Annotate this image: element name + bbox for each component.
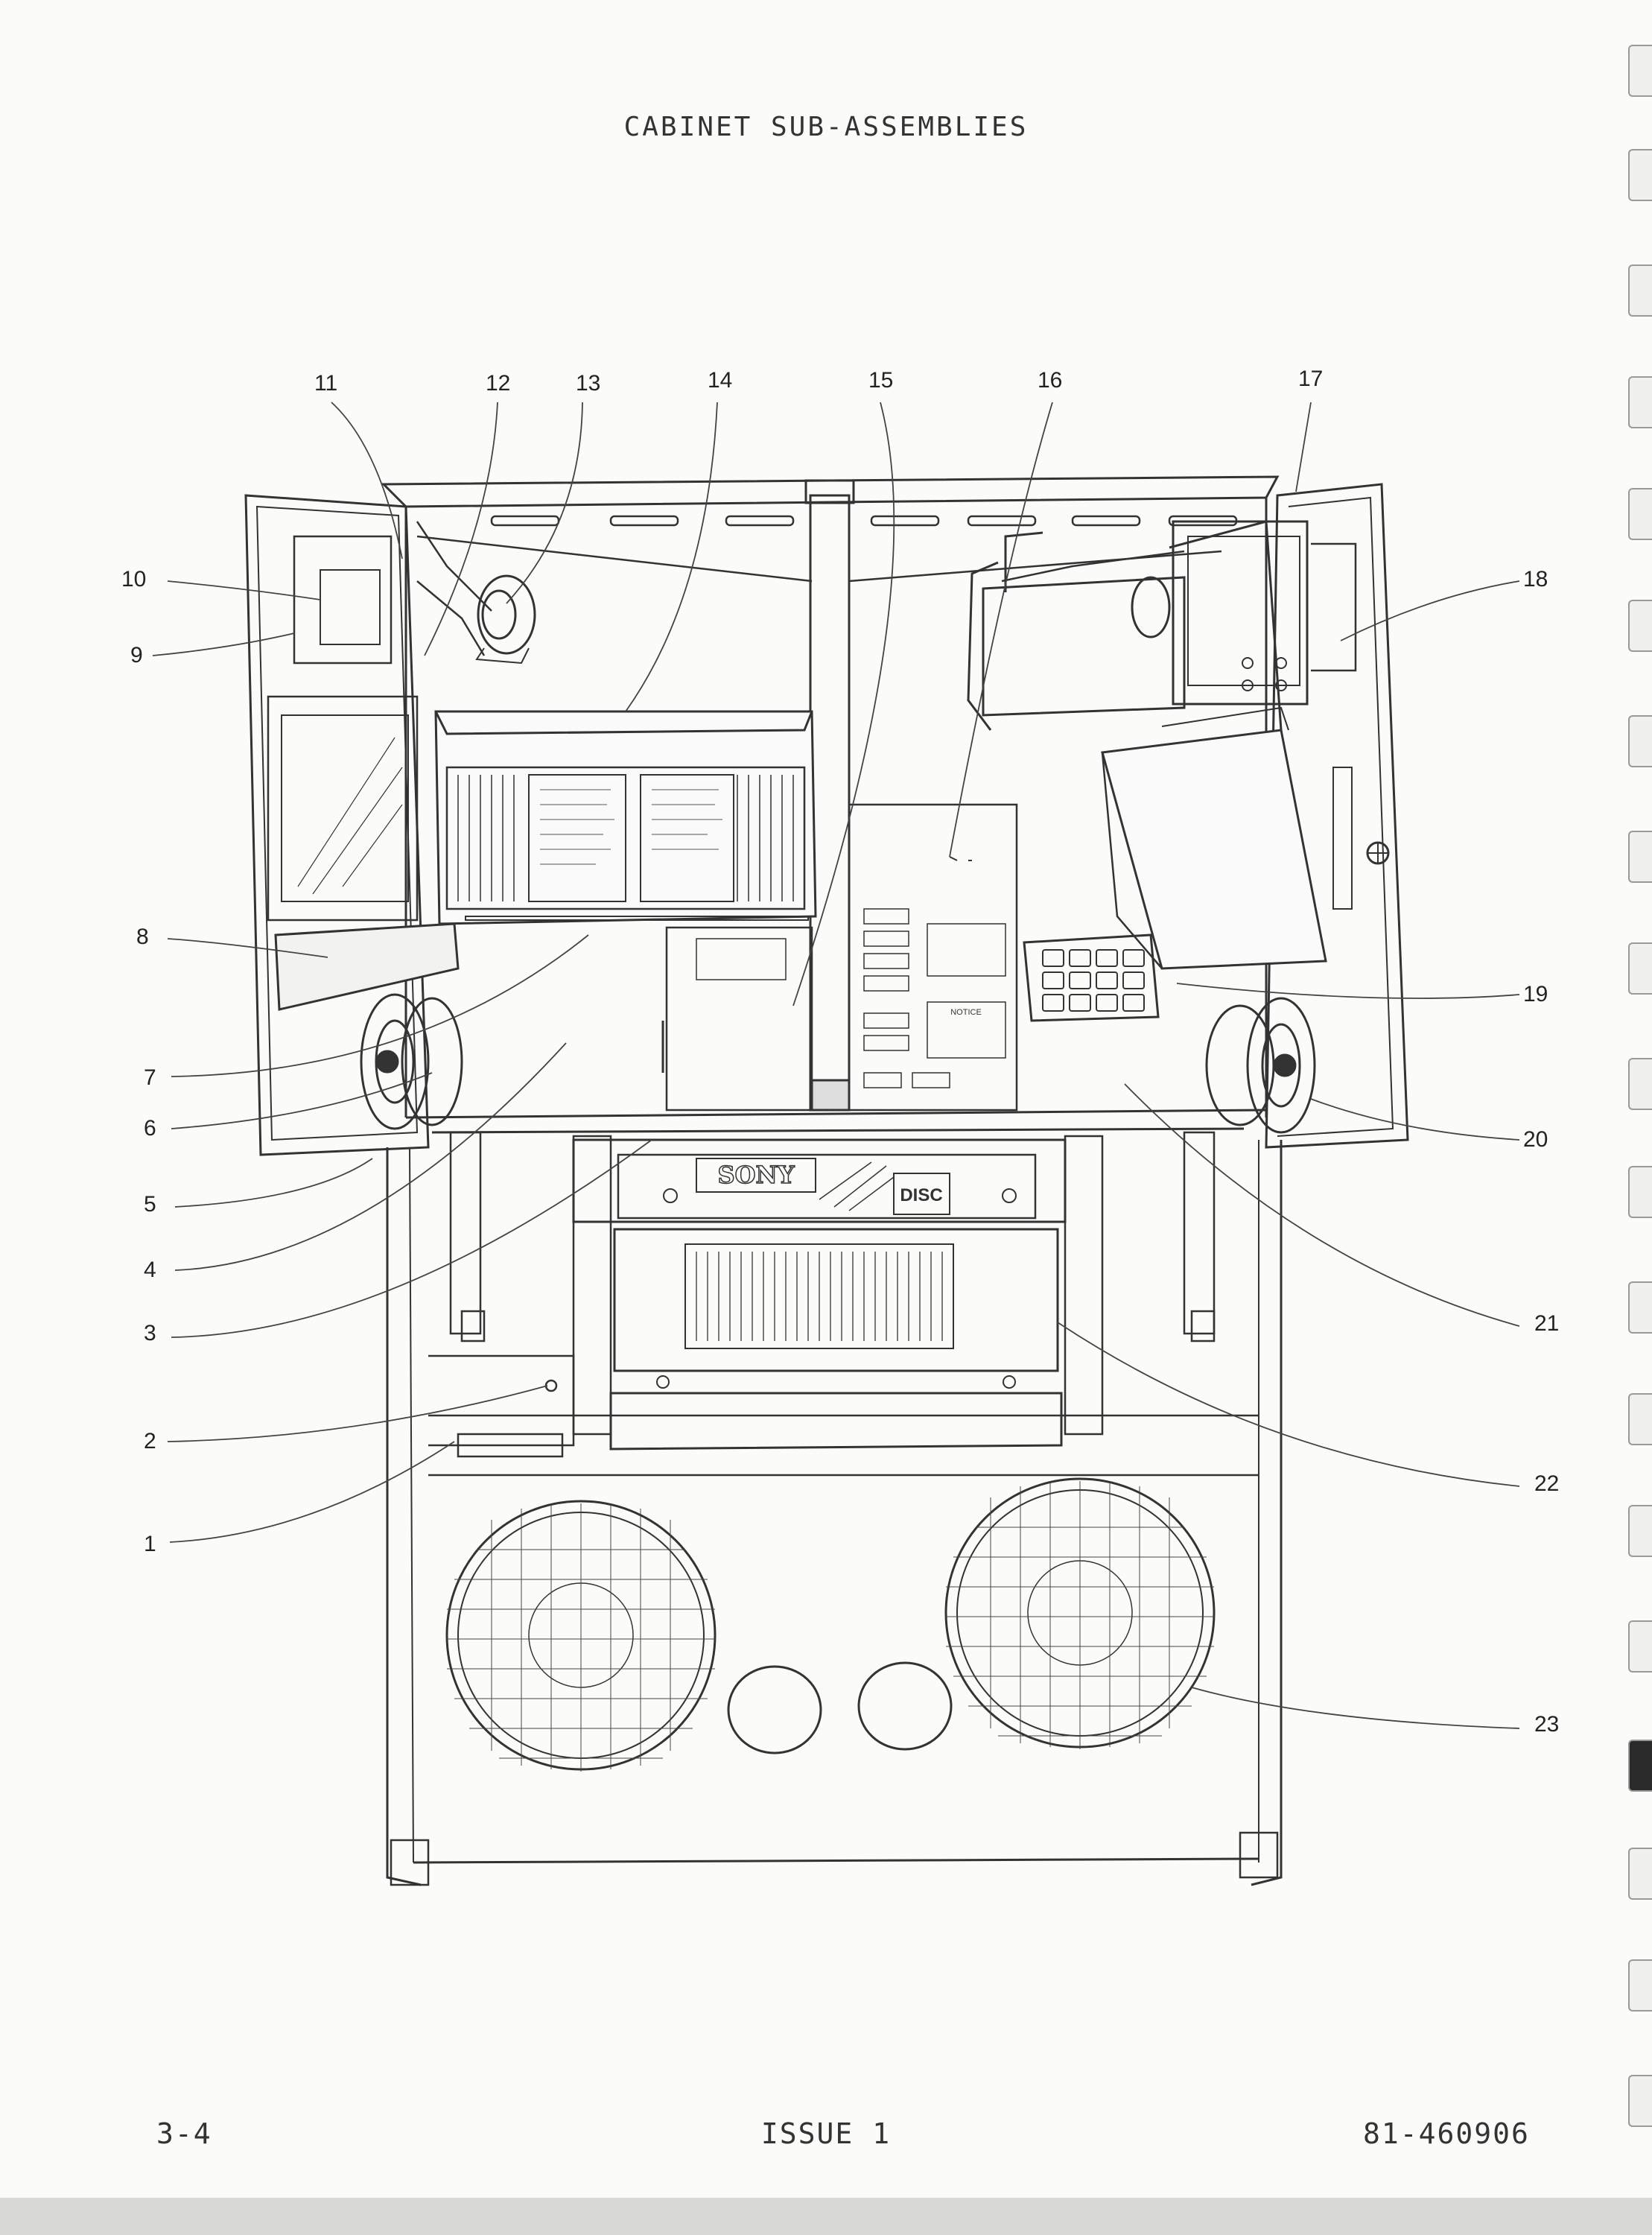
callout-6: 6 xyxy=(144,1116,156,1141)
bass-speaker-left xyxy=(445,1500,717,1772)
selector-box xyxy=(1101,706,1327,970)
callout-8: 8 xyxy=(136,925,149,949)
binder-tab xyxy=(1628,149,1652,201)
page-number: 3-4 xyxy=(156,2117,212,2150)
left-door-speaker xyxy=(360,993,463,1130)
binder-tab xyxy=(1628,264,1652,317)
binder-tab xyxy=(1628,1281,1652,1334)
binder-tab xyxy=(1628,831,1652,883)
callout-7: 7 xyxy=(144,1065,156,1090)
binder-tab xyxy=(1628,1959,1652,2012)
left-door xyxy=(244,494,492,1156)
sony-label: SONY xyxy=(717,1161,795,1189)
binder-tab xyxy=(1628,1620,1652,1673)
scan-edge xyxy=(0,2198,1652,2235)
binder-tab xyxy=(1628,600,1652,652)
center-ports xyxy=(727,1661,953,1754)
callout-13: 13 xyxy=(576,371,601,396)
binder-tab xyxy=(1628,1740,1652,1792)
leader-lines xyxy=(152,402,1520,1729)
amplifier xyxy=(428,1354,575,1458)
disc-label: DISC xyxy=(900,1185,942,1205)
callout-4: 4 xyxy=(144,1258,156,1282)
cd-player xyxy=(572,1135,1104,1451)
binder-tab xyxy=(1628,1393,1652,1445)
document-number: 81-460906 xyxy=(1363,2117,1530,2150)
callout-9: 9 xyxy=(130,643,143,668)
callout-22: 22 xyxy=(1534,1471,1560,1496)
callout-12: 12 xyxy=(486,371,511,396)
keypad xyxy=(1023,933,1160,1022)
center-control-panels xyxy=(661,803,1018,1112)
binder-tab xyxy=(1628,942,1652,995)
title-strip-holder xyxy=(434,710,817,925)
binder-tab xyxy=(1628,45,1652,97)
issue-label: ISSUE 1 xyxy=(760,2117,892,2150)
bass-speaker-right xyxy=(944,1477,1216,1749)
binder-tab xyxy=(1628,1166,1652,1218)
callout-23: 23 xyxy=(1534,1712,1560,1737)
binder-tab xyxy=(1628,1058,1652,1110)
binder-tab xyxy=(1628,2075,1652,2127)
binder-tab xyxy=(1628,488,1652,540)
callout-17: 17 xyxy=(1298,367,1324,391)
callout-10: 10 xyxy=(121,567,147,592)
callout-19: 19 xyxy=(1523,982,1548,1006)
lower-cabinet xyxy=(386,1140,1283,1886)
binder-tab xyxy=(1628,1848,1652,1900)
callout-3: 3 xyxy=(144,1321,156,1345)
callout-15: 15 xyxy=(868,368,894,393)
callout-21: 21 xyxy=(1534,1311,1560,1336)
callout-5: 5 xyxy=(144,1192,156,1217)
binder-tab xyxy=(1628,715,1652,767)
callout-11: 11 xyxy=(314,371,338,396)
callout-16: 16 xyxy=(1038,368,1063,393)
callout-1: 1 xyxy=(144,1532,156,1556)
binder-tab xyxy=(1628,1505,1652,1557)
notice-label: NOTICE xyxy=(950,1008,982,1017)
right-door-speaker xyxy=(1205,997,1316,1134)
callout-20: 20 xyxy=(1523,1127,1548,1152)
page-title: CABINET SUB-ASSEMBLIES xyxy=(623,112,1029,142)
callout-18: 18 xyxy=(1523,567,1548,592)
top-rail-slots xyxy=(416,515,1238,583)
callout-2: 2 xyxy=(144,1429,156,1453)
binder-tab xyxy=(1628,376,1652,428)
round-mount xyxy=(475,574,536,665)
door-brackets xyxy=(449,1131,1216,1342)
callout-14: 14 xyxy=(708,368,733,393)
